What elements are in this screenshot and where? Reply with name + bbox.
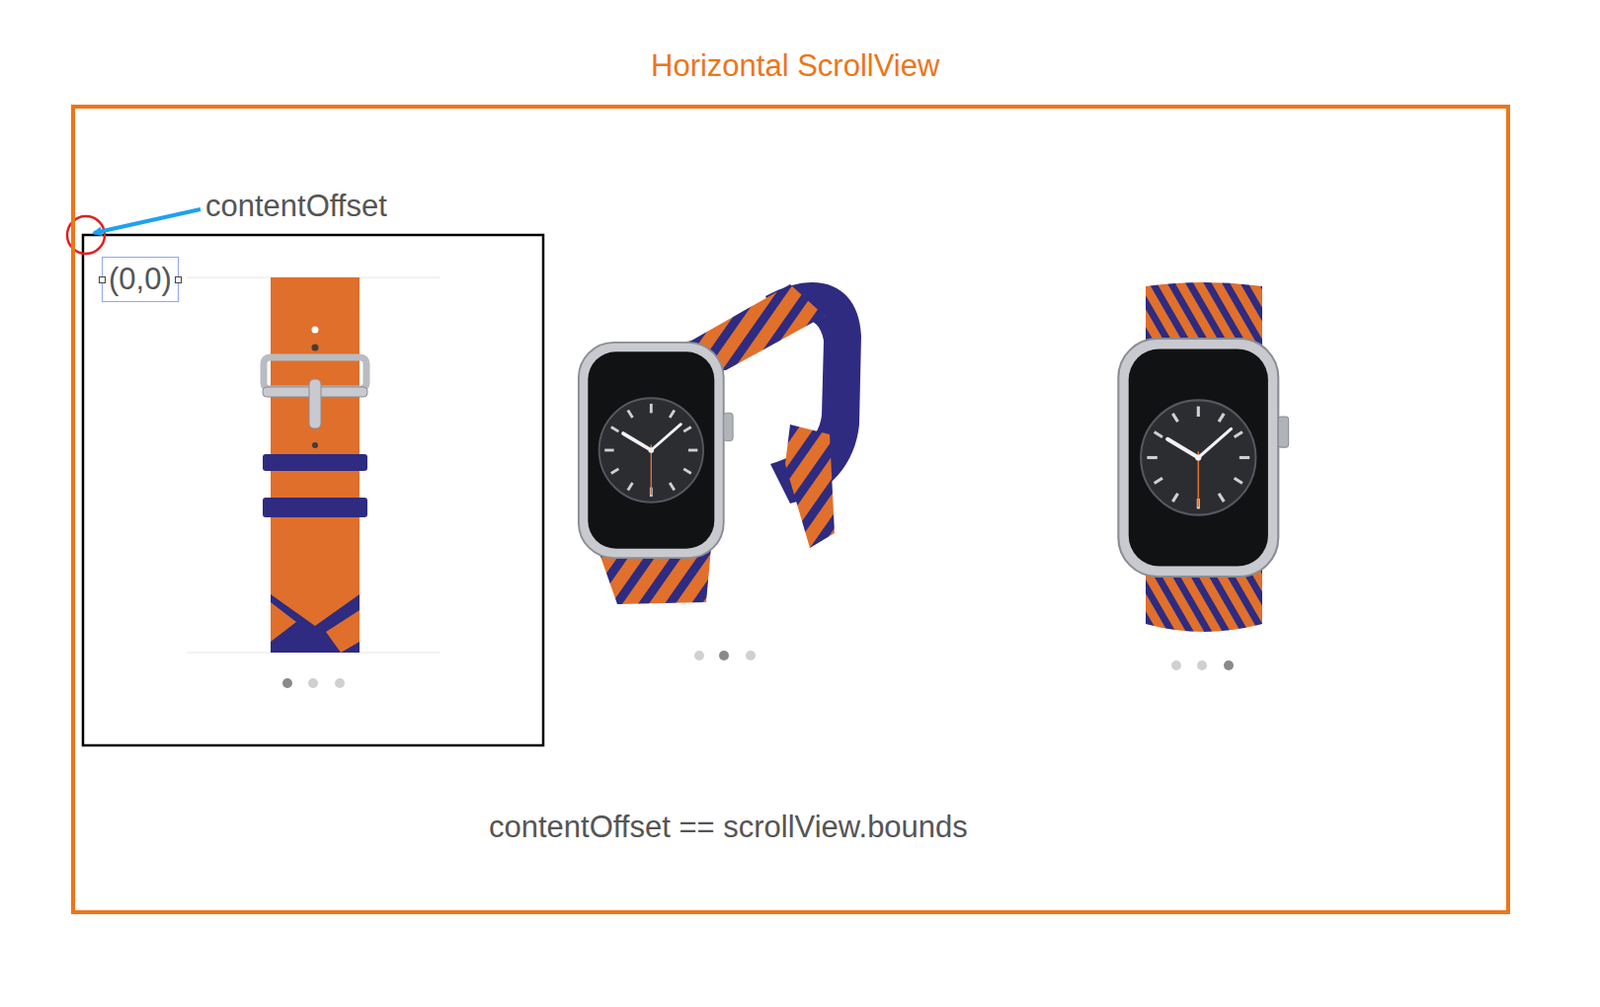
scroll-view-frame: Horizontal ScrollViewcontentOffset == sc… xyxy=(71,104,1511,915)
caption-note: contentOffset == scrollView.bounds xyxy=(488,809,968,846)
resize-handle xyxy=(98,276,106,284)
title: Horizontal ScrollView xyxy=(650,48,940,84)
origin-label: (0,0) xyxy=(108,261,172,298)
resize-handle xyxy=(174,276,182,284)
origin-box: (0,0) xyxy=(101,256,179,303)
callout-label: contentOffset xyxy=(205,188,388,225)
